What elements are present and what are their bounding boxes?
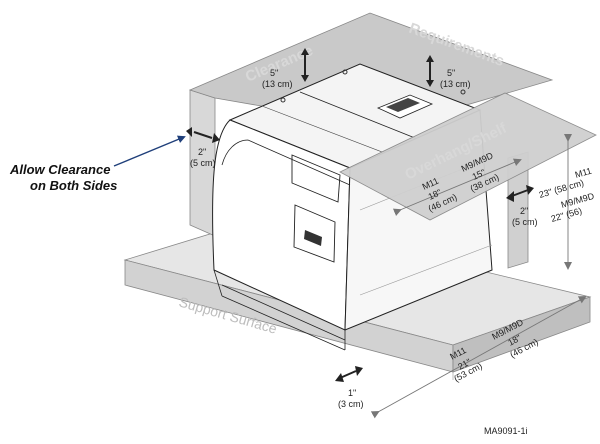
left-side-clearance-arrow <box>186 127 220 143</box>
top-right-clearance-arrow <box>426 55 434 87</box>
callout-line-2: on Both Sides <box>30 178 117 193</box>
right-side-cm: (5 cm) <box>512 217 538 227</box>
front-in: 1" <box>348 388 356 398</box>
top-right-in: 5" <box>447 68 455 78</box>
top-right-cm: (13 cm) <box>440 79 471 89</box>
top-left-in: 5" <box>270 68 278 78</box>
height-m11-label: M11 <box>574 166 593 180</box>
allow-clearance-callout <box>113 135 186 167</box>
front-clearance-arrow <box>335 366 363 382</box>
callout-line-1: Allow Clearance <box>9 162 110 177</box>
left-side-in: 2" <box>198 147 206 157</box>
right-side-in: 2" <box>520 206 528 216</box>
left-side-cm: (5 cm) <box>190 158 216 168</box>
front-cm: (3 cm) <box>338 399 364 409</box>
top-left-clearance-arrow <box>301 48 309 82</box>
top-left-cm: (13 cm) <box>262 79 293 89</box>
shelf-depth-dimension <box>392 158 522 216</box>
depth-dimension <box>370 296 591 419</box>
figure-id: MA9091-1i <box>484 426 528 436</box>
